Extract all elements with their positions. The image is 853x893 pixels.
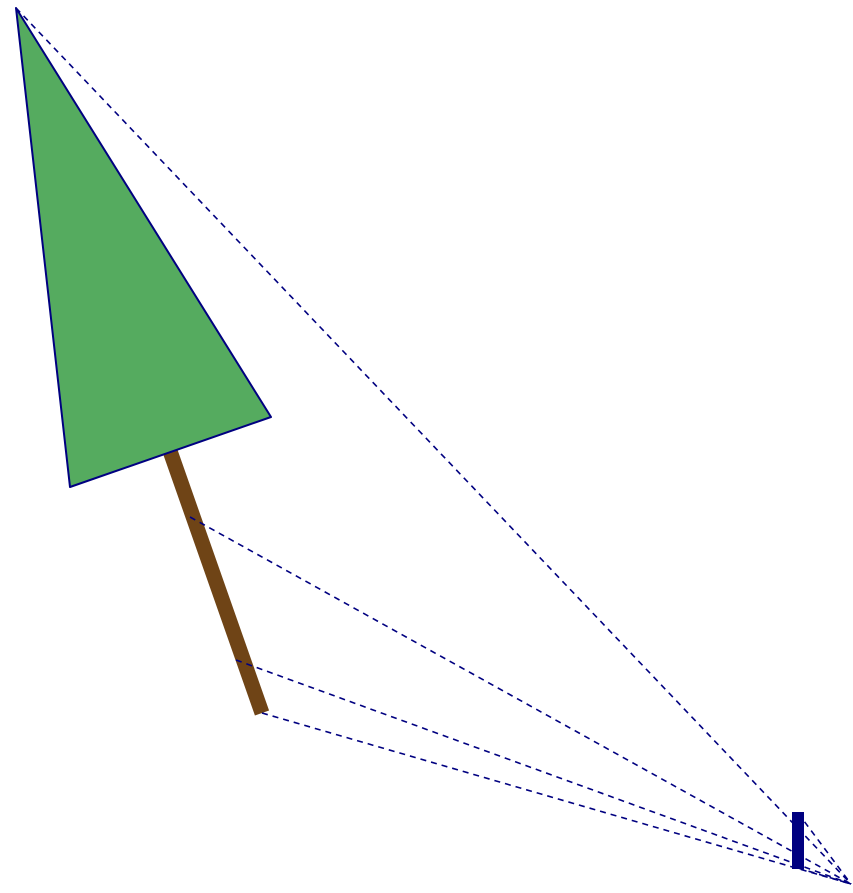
sight-line-observer-head: [797, 812, 852, 885]
tree-trunk: [162, 448, 270, 716]
sight-lines: [15, 7, 852, 885]
observer-post: [792, 812, 804, 869]
tree-crown: [15, 7, 272, 488]
sight-line-observer-foot: [797, 867, 852, 885]
sight-line-treetop: [15, 7, 852, 885]
sight-line-tree-base: [261, 712, 852, 885]
sight-line-trunk-upper: [189, 516, 852, 885]
